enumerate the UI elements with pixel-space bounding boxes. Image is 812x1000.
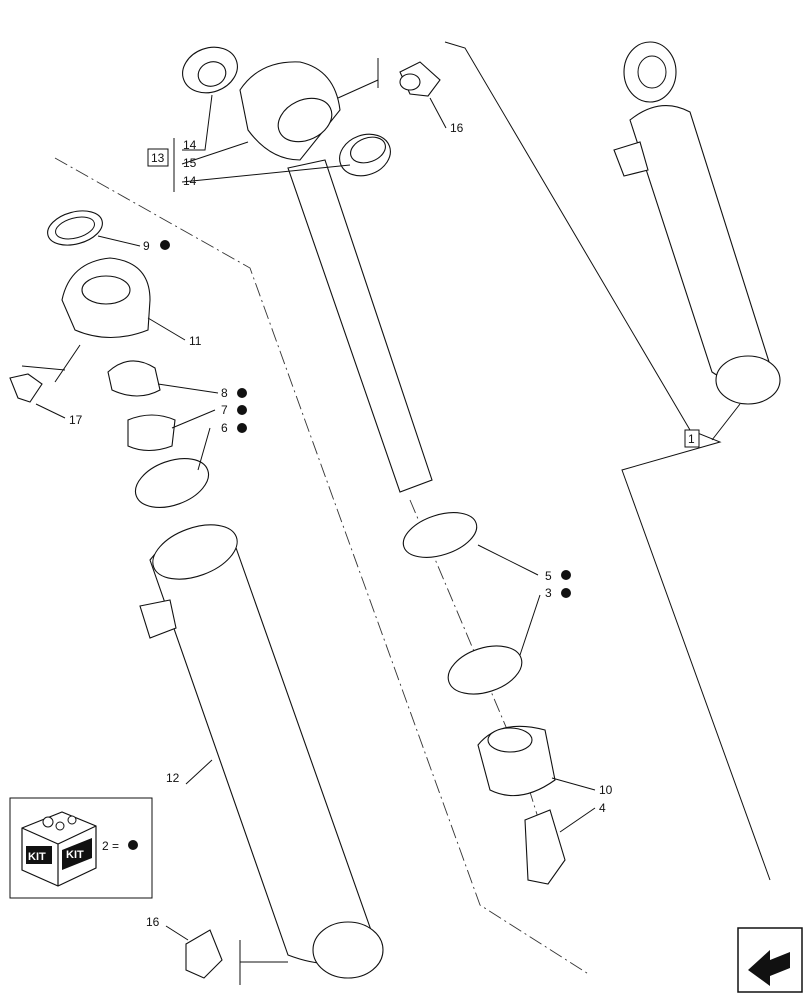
leader-head-bolt (54, 344, 81, 383)
assembly-centerline (54, 157, 591, 976)
rod-eye (239, 61, 341, 161)
callout-13: 13 (151, 151, 165, 165)
bushing-8 (107, 360, 161, 397)
callout-14-lower: 14 (183, 174, 197, 188)
leader-eye (337, 79, 379, 99)
callout-13-box (147, 148, 169, 167)
wear-ring-5 (402, 512, 478, 558)
kit-ref-text: 2 = (102, 839, 119, 853)
leader-16-bottom (165, 925, 189, 941)
kit-label-left: KIT (28, 851, 46, 863)
callout-4: 4 (599, 801, 606, 815)
leader-17 (35, 403, 66, 419)
filled-dot-icon (128, 840, 138, 850)
filled-dot-icon (160, 240, 170, 250)
leader-9 (97, 235, 141, 247)
grease-fitting-top (399, 61, 441, 97)
callout-17: 17 (69, 413, 83, 427)
callout-1: 1 (688, 432, 695, 446)
nav-arrow-icon[interactable] (737, 927, 803, 993)
kit-label-right: KIT (66, 849, 84, 861)
callout-16-bottom: 16 (146, 915, 160, 929)
leader-11 (147, 317, 186, 341)
leader-4 (559, 807, 596, 833)
leader-14b (181, 164, 351, 183)
leader-14a (182, 94, 213, 151)
callout-15: 15 (183, 156, 197, 170)
seal-ring-3 (447, 645, 523, 695)
piston-10 (477, 725, 556, 797)
leader-10 (551, 777, 596, 791)
leader-5 (477, 544, 539, 576)
callout-10: 10 (599, 783, 613, 797)
o-ring-6 (134, 458, 210, 508)
leader-3 (519, 594, 541, 656)
callout-11: 11 (189, 334, 202, 348)
bolt-17 (9, 373, 43, 403)
leader-8 (157, 383, 219, 394)
bushing-7 (127, 414, 176, 452)
assembly-bracket (444, 41, 771, 881)
leader-6 (197, 427, 211, 471)
callout-6: 6 (221, 421, 228, 435)
assembled-cylinder-1 (613, 41, 781, 405)
leader-15 (181, 141, 249, 165)
callout-5: 5 (545, 569, 552, 583)
callout-9: 9 (143, 239, 150, 253)
leader-7 (171, 409, 216, 429)
callout-16-top: 16 (450, 121, 464, 135)
bushing-upper-right (339, 133, 391, 177)
kit-legend: KIT KIT 2 = (9, 797, 153, 899)
callout-14-upper: 14 (183, 138, 197, 152)
callout-12: 12 (166, 771, 180, 785)
leader-12 (185, 759, 213, 785)
filled-dot-icon (237, 388, 247, 398)
tick-bottom (239, 940, 288, 985)
bushing-upper-left (182, 46, 238, 94)
cylinder-tube-12 (139, 524, 384, 979)
kit-box-icon (21, 811, 97, 887)
callout-3: 3 (545, 586, 552, 600)
leader-16-top (429, 97, 447, 129)
filled-dot-icon (237, 423, 247, 433)
filled-dot-icon (561, 588, 571, 598)
nut-4 (524, 809, 566, 885)
tick-head-bolt (21, 365, 66, 371)
callout-7: 7 (221, 403, 228, 417)
filled-dot-icon (561, 570, 571, 580)
callout-8: 8 (221, 386, 228, 400)
filled-dot-icon (237, 405, 247, 415)
leader-1 (711, 403, 741, 441)
grease-fitting-bottom (185, 929, 223, 979)
callout-1-box (684, 429, 700, 448)
piston-rod (287, 159, 433, 493)
seal-ring-9 (47, 210, 103, 246)
cylinder-head-11 (61, 257, 151, 338)
